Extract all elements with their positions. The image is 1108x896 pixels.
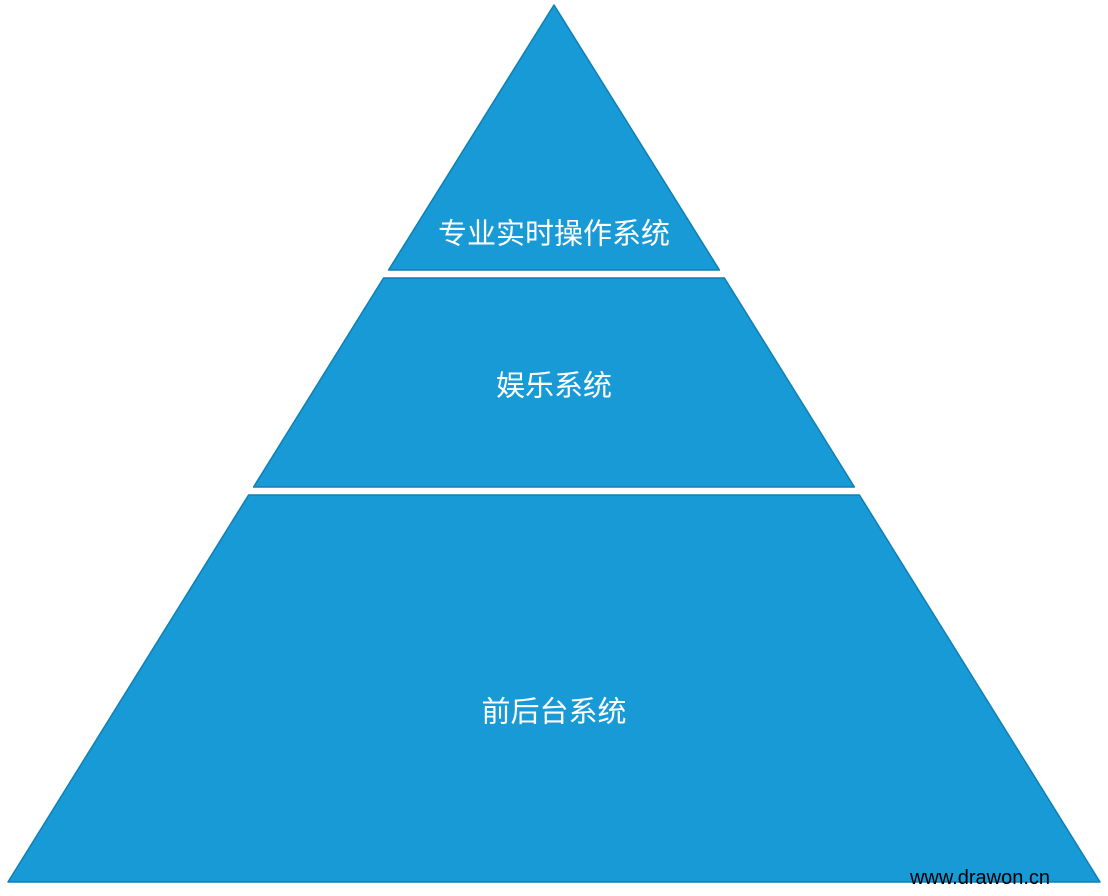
pyramid-tier-bottom-shape — [7, 494, 1101, 883]
pyramid-tier-bottom-label: 前后台系统 — [481, 696, 626, 729]
pyramid-tier-middle-shape — [252, 277, 856, 488]
pyramid-tier-middle-label: 娱乐系统 — [496, 370, 612, 403]
pyramid-tier-top-label: 专业实时操作系统 — [438, 218, 670, 251]
watermark-text: www.drawon.cn — [909, 867, 1050, 889]
pyramid-tier-top-shape — [387, 4, 721, 271]
